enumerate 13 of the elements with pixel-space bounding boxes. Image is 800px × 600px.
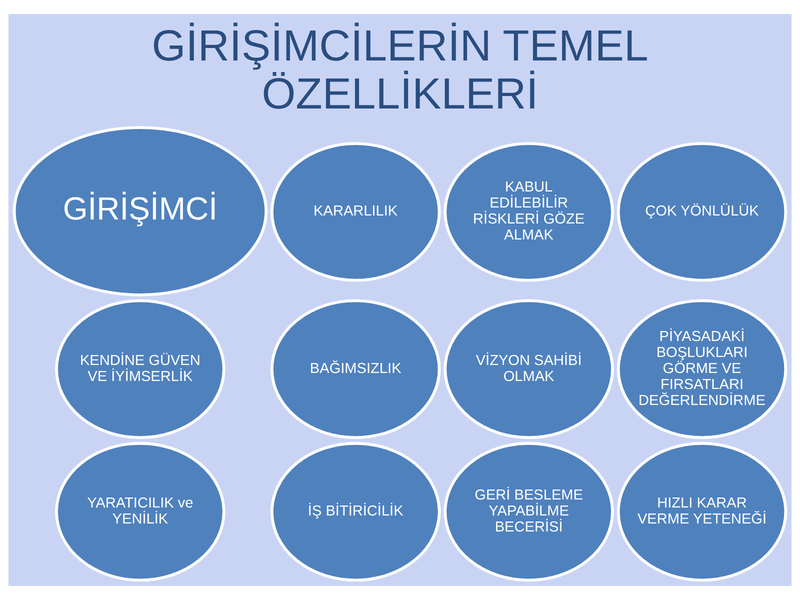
node-ellipse: KABUL EDİLEBİLİR RİSKLERİ GÖZE ALMAK	[444, 142, 614, 282]
node-ellipse: KENDİNE GÜVEN VE İYİMSERLİK	[55, 299, 226, 439]
diagram-title: GİRİŞİMCİLERİN TEMEL ÖZELLİKLERİ	[152, 22, 648, 119]
node-ellipse: GERİ BESLEME YAPABİLME BECERİSİ	[444, 442, 614, 582]
node-ellipse: YARATICILIK ve YENİLİK	[55, 442, 226, 582]
node-ellipse: ÇOK YÖNLÜLÜK	[616, 142, 788, 282]
node-ellipse: PİYASADAKİ BOŞLUKLARI GÖRME VE FIRSATLARI DEĞERLENDİRME	[616, 299, 788, 439]
node-ellipse: VİZYON SAHİBİ OLMAK	[444, 299, 614, 439]
node-ellipse: HIZLI KARAR VERME YETENEĞİ	[616, 442, 788, 582]
node-ellipse: KARARLILIK	[270, 142, 441, 282]
node-ellipse: BAĞIMSIZLIK	[270, 299, 441, 439]
node-ellipse: İŞ BİTİRİCİLİK	[270, 442, 441, 582]
node-ellipse: GİRİŞİMCİ	[12, 126, 268, 296]
